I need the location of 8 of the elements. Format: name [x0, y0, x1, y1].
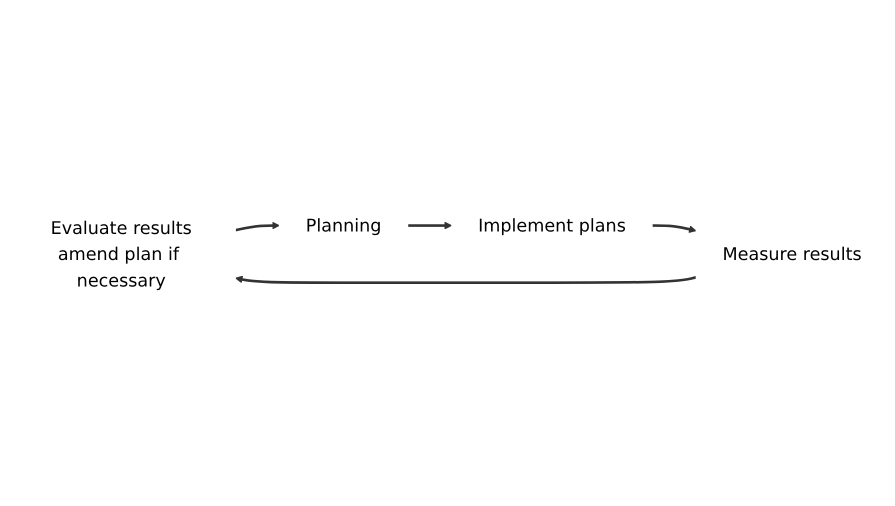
arrow	[408, 222, 452, 230]
node-text: Evaluate results amend plan if necessary	[50, 217, 192, 291]
node-text: Implement plans	[478, 215, 626, 236]
node-text: Measure results	[722, 244, 862, 265]
arrow	[652, 224, 696, 233]
node-text: Planning	[306, 215, 382, 236]
arrow	[235, 276, 696, 284]
arrow	[235, 222, 280, 232]
